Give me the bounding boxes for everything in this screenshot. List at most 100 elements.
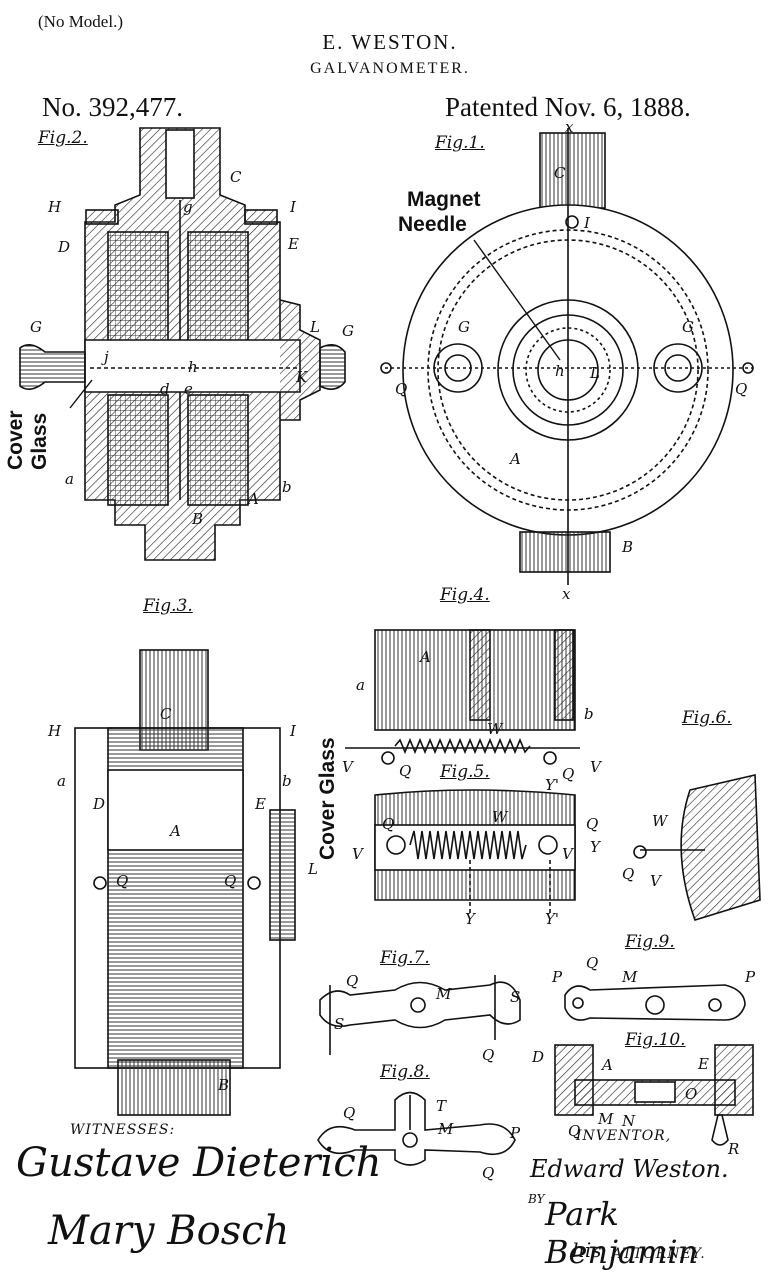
fig5-letter-Y-prime-bottom: Y' — [545, 910, 560, 928]
fig2-letter-K: K — [296, 368, 308, 386]
attorney-label: ATTORNEY. — [612, 1246, 706, 1262]
by-label: BY — [528, 1192, 545, 1206]
witness-signature-2: Mary Bosch — [48, 1208, 290, 1254]
fig8-letter-T: T — [436, 1097, 447, 1115]
fig1-letter-C: C — [554, 164, 566, 182]
inventor-signature: Edward Weston. — [530, 1155, 729, 1183]
fig2-letter-D: D — [58, 238, 71, 256]
fig2-label: Fig.2. — [38, 128, 88, 148]
fig3-letter-C: C — [160, 705, 172, 723]
fig3-letter-D: D — [93, 795, 106, 813]
fig4-letter-V-left: V — [342, 758, 353, 776]
fig9-label: Fig.9. — [625, 932, 675, 952]
fig8-letter-M: M — [438, 1120, 454, 1138]
patent-number: No. 392,477. — [42, 92, 183, 122]
no-model-note: (No Model.) — [38, 12, 123, 31]
fig10-drawing — [554, 1044, 754, 1146]
cover-glass-annotation-line1: Cover — [4, 410, 27, 470]
fig7-letter-M: M — [436, 985, 452, 1003]
fig2-letter-b: b — [282, 478, 292, 496]
fig5-letter-Y-bottom: Y — [465, 910, 475, 928]
fig2-letter-B: B — [192, 510, 204, 528]
fig10-letter-A: A — [602, 1056, 613, 1074]
fig3-letter-H: H — [48, 722, 62, 740]
attorney-signature: Park Benjamin — [545, 1195, 699, 1271]
patent-title: GALVANOMETER. — [310, 60, 470, 77]
magnet-needle-annotation-line2: Needle — [398, 213, 467, 236]
fig7-letter-Q-top: Q — [346, 972, 359, 990]
fig3-letter-B: B — [218, 1076, 230, 1094]
fig3-letter-E: E — [255, 795, 266, 813]
witness-signature-1: Gustave Dieterich — [16, 1140, 382, 1186]
fig2-letter-L: L — [310, 318, 320, 336]
fig1-letter-Q-right: Q — [735, 380, 748, 398]
fig4-letter-A: A — [420, 648, 431, 666]
fig6-letter-Q: Q — [622, 865, 635, 883]
fig1-letter-G-left: G — [458, 318, 470, 336]
fig7-drawing — [319, 975, 521, 1055]
fig10-label: Fig.10. — [625, 1030, 686, 1050]
fig2-letter-j: j — [104, 348, 109, 366]
fig10-letter-O: O — [685, 1085, 698, 1103]
fig3-label: Fig.3. — [143, 596, 193, 616]
fig7-letter-Q-bottom: Q — [482, 1046, 495, 1064]
fig8-drawing — [317, 1091, 516, 1166]
fig4-letter-Q-right: Q — [562, 765, 575, 783]
fig8-letter-Q-left: Q — [343, 1104, 356, 1122]
fig2-letter-E: E — [288, 235, 299, 253]
fig5-letter-W: W — [492, 808, 508, 826]
fig2-letter-a: a — [65, 470, 74, 488]
fig2-letter-G-left: G — [30, 318, 42, 336]
fig1-label: Fig.1. — [435, 133, 485, 153]
his-label: his — [572, 1238, 602, 1262]
fig2-letter-C: C — [230, 168, 242, 186]
fig7-letter-S-left: S — [334, 1015, 345, 1033]
fig3-letter-Q-left: Q — [116, 872, 129, 890]
cover-glass-annotation-line2: Glass — [28, 412, 51, 470]
fig6-letter-W: W — [652, 812, 668, 830]
fig1-letter-x-bottom: x — [562, 585, 571, 603]
fig4-label: Fig.4. — [440, 585, 490, 605]
fig5-letter-V-left: V — [352, 845, 363, 863]
fig5-letter-Q-left: Q — [382, 815, 395, 833]
magnet-needle-annotation-line1: Magnet — [407, 188, 481, 211]
fig4-letter-Y-prime: Y' — [545, 776, 560, 794]
fig6-drawing — [633, 774, 761, 921]
fig5-letter-V-right: V — [562, 845, 573, 863]
fig1-letter-I: I — [584, 214, 590, 232]
fig8-label: Fig.8. — [380, 1062, 430, 1082]
fig2-letter-g: g — [183, 198, 193, 216]
fig3-letter-L: L — [308, 860, 318, 878]
patent-date: Patented Nov. 6, 1888. — [445, 92, 691, 122]
fig10-letter-M: M — [598, 1110, 614, 1128]
fig2-letter-d: d — [160, 380, 170, 398]
witnesses-label: WITNESSES: — [70, 1122, 176, 1138]
fig4-letter-Q-left: Q — [399, 762, 412, 780]
fig7-label: Fig.7. — [380, 948, 430, 968]
fig6-label: Fig.6. — [682, 708, 732, 728]
fig5-drawing — [374, 789, 576, 915]
fig1-drawing — [380, 128, 754, 585]
fig4-letter-b: b — [584, 705, 594, 723]
cover-glass-annotation-fig3: Cover Glass — [316, 737, 339, 860]
fig4-letter-V-right: V — [590, 758, 601, 776]
fig2-drawing — [19, 127, 346, 561]
fig5-letter-Q-right: Q — [586, 815, 599, 833]
fig8-letter-P: P — [510, 1124, 521, 1142]
fig9-letter-P-right: P — [745, 968, 756, 986]
fig8-letter-Q-bottom: Q — [482, 1164, 495, 1182]
fig2-letter-G-right: G — [342, 322, 354, 340]
fig10-letter-D: D — [532, 1048, 545, 1066]
fig1-letter-h: h — [555, 362, 565, 380]
fig10-letter-Q: Q — [568, 1122, 581, 1140]
fig1-letter-A: A — [510, 450, 521, 468]
fig9-letter-Q: Q — [586, 954, 599, 972]
fig2-letter-H: H — [48, 198, 62, 216]
inventor-name-heading: E. WESTON. — [322, 30, 458, 54]
fig3-letter-I: I — [290, 722, 296, 740]
fig3-letter-A: A — [170, 822, 181, 840]
fig1-letter-x-top: x — [565, 118, 574, 136]
fig3-drawing — [74, 649, 296, 1116]
fig4-letter-W: W — [487, 720, 503, 738]
